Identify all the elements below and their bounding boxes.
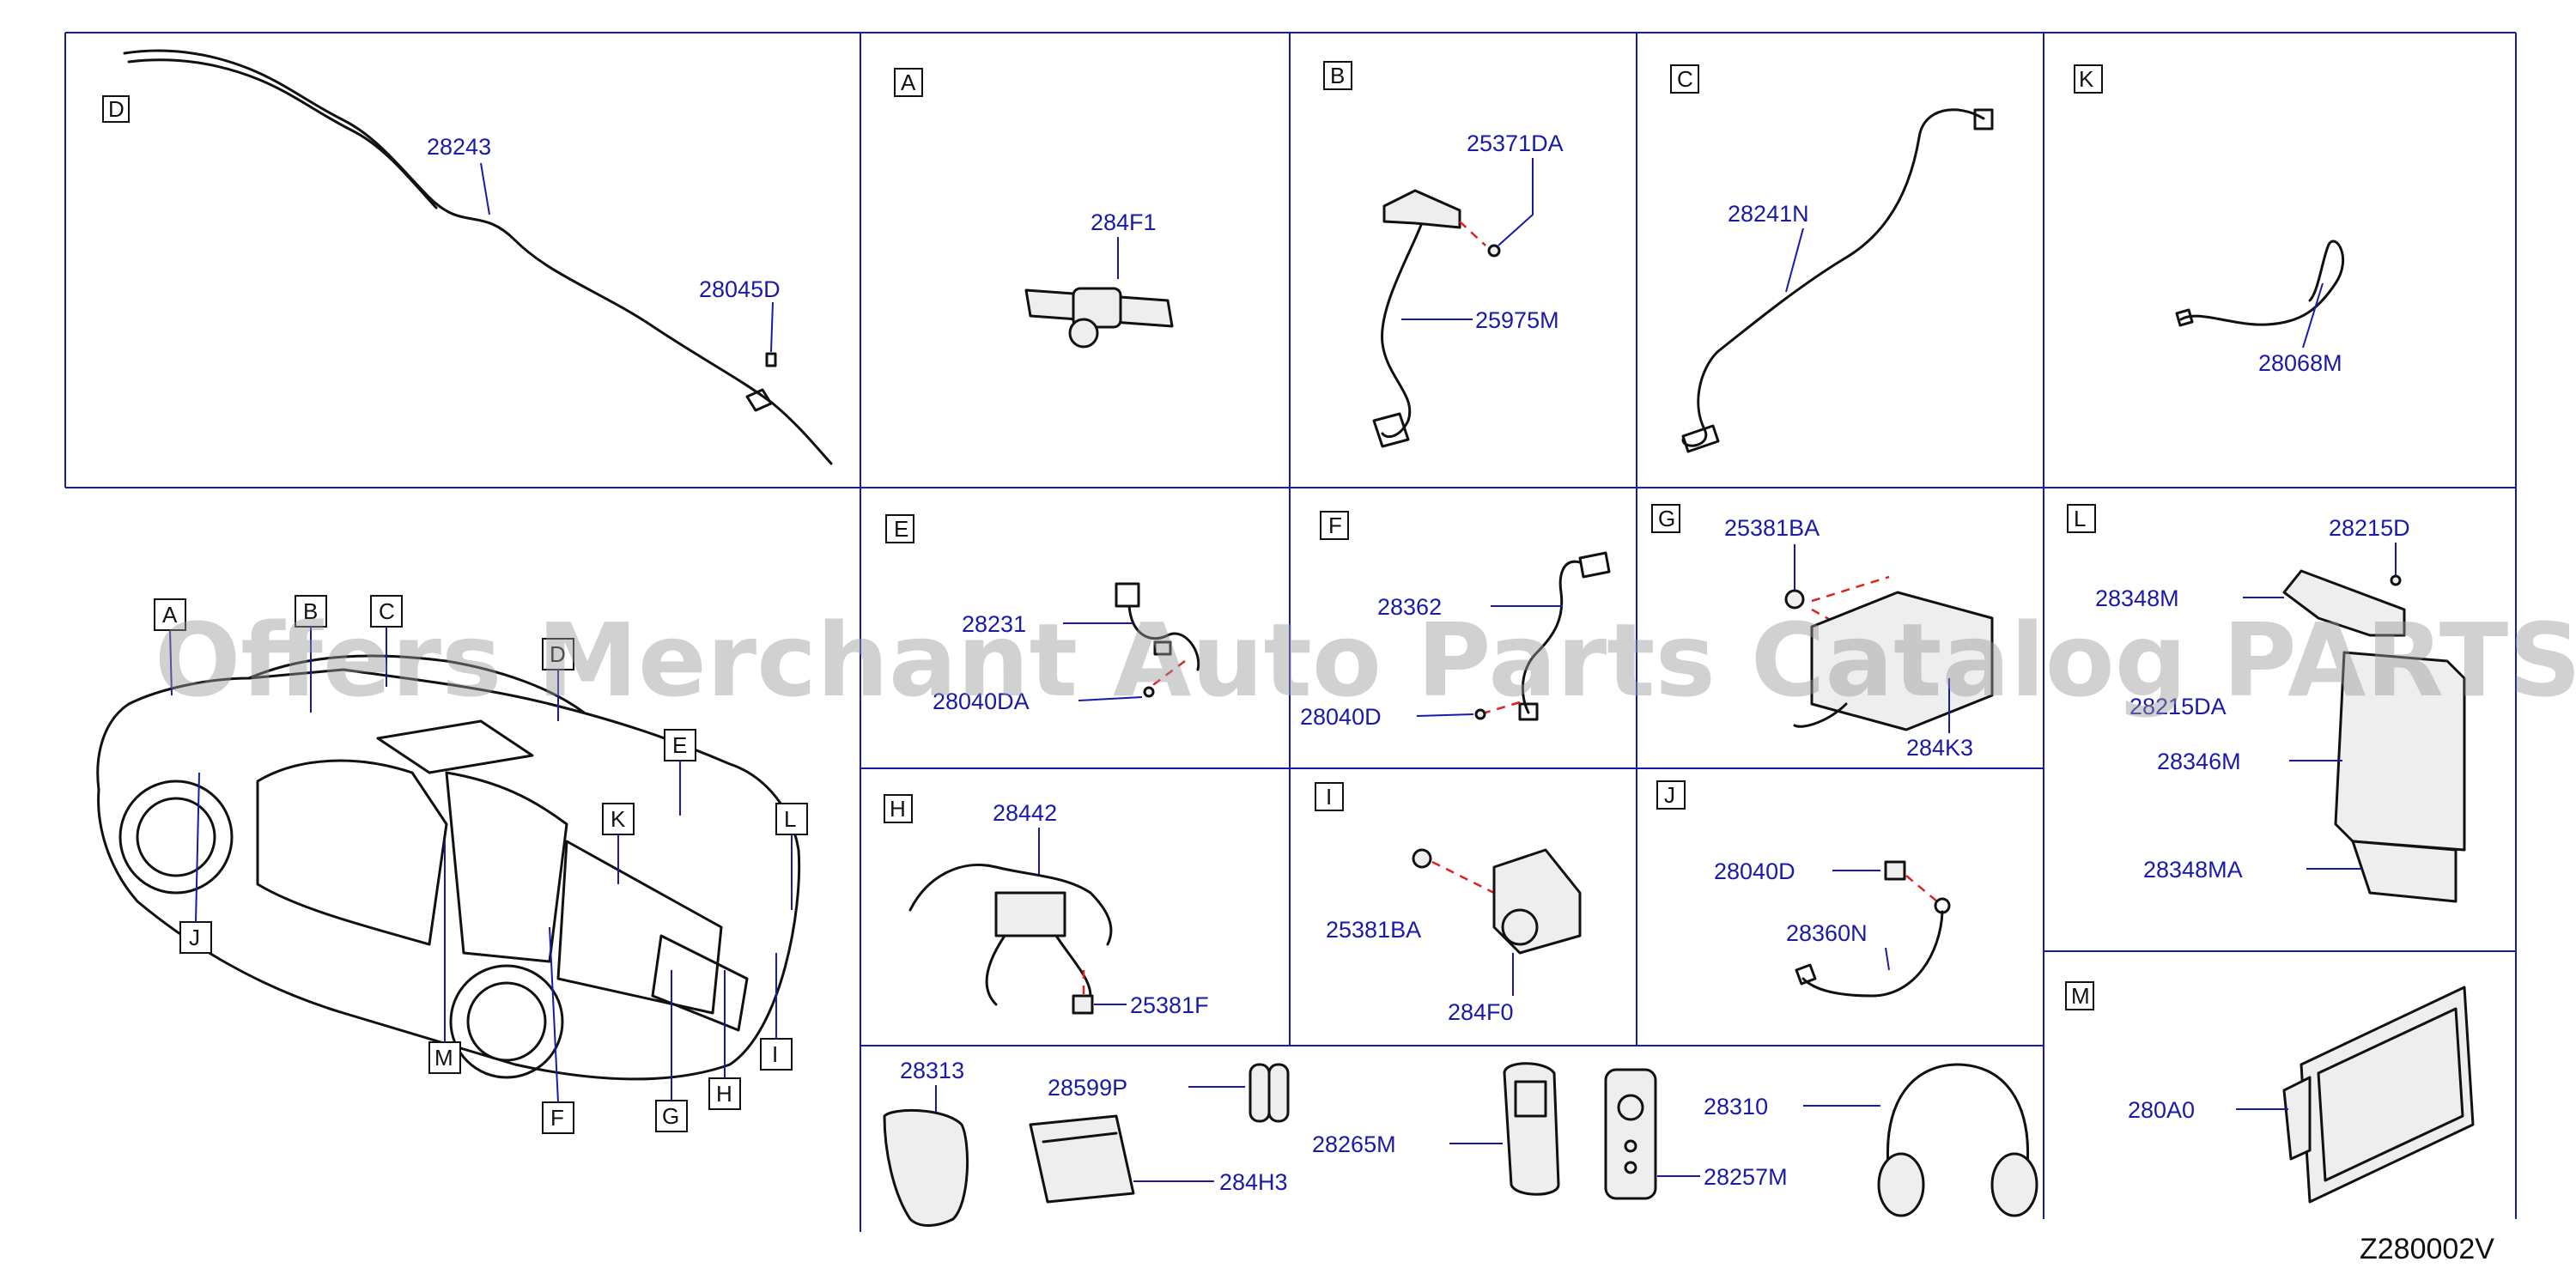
section-letter: E [894,516,908,542]
part-number: 28243 [427,134,491,160]
part-number: 284F0 [1448,999,1514,1025]
callout-label: A [162,602,178,628]
part-number: 28362 [1377,594,1442,620]
part-number: 28599P [1048,1075,1127,1101]
section-letter: A [901,70,916,95]
part-number: 28040D [1714,858,1795,884]
part-number: 28265M [1312,1131,1396,1157]
part-number: 28313 [900,1058,964,1083]
part-number: 25975M [1475,307,1559,333]
section-c: C 28241N [1670,64,1994,453]
callout-label: F [550,1105,564,1131]
section-m: M 280A0 [2065,981,2475,1204]
section-letter: L [2074,506,2086,531]
callout-label: I [772,1041,778,1067]
section-a: A 284F1 [894,68,1174,349]
callout-label: D [550,641,566,667]
section-i: I 25381BA 284F0 [1315,782,1582,1025]
callout-label: K [611,806,626,832]
callout-label: M [434,1045,453,1071]
part-number: 28045D [699,276,781,302]
part-number: 25381BA [1326,917,1421,943]
section-letter: H [890,796,906,822]
callout-label: E [672,732,687,758]
section-letter: B [1330,63,1345,88]
section-h: H 28442 25381F [884,794,1209,1018]
part-number: 284F1 [1091,209,1157,235]
part-number: 28310 [1704,1094,1768,1119]
part-number: 28231 [962,611,1026,637]
section-letter: K [2079,66,2094,92]
part-number: 28442 [993,800,1057,826]
section-letter: F [1328,513,1342,538]
part-number: 28215DA [2129,694,2227,719]
callout-label: B [303,598,318,624]
callout-label: G [662,1103,679,1129]
section-l: L 28215D 28348M 28215DA 28346M 28348MA [2067,504,2466,903]
callout-label: L [784,806,796,832]
section-letter: C [1677,66,1693,92]
section-letter: G [1658,506,1675,531]
part-number: 28348M [2095,585,2179,611]
part-number: 280A0 [2128,1097,2195,1123]
part-number: 28040DA [933,689,1030,714]
section-letter: I [1326,784,1332,810]
callout-label: H [716,1081,732,1107]
section-grid [64,32,2517,1232]
section-e: E 28231 28040DA [885,514,1200,714]
part-number: 28068M [2258,350,2342,376]
section-accessories: 28313 28599P 284H3 28265M 28310 28257M [883,1058,2038,1227]
section-g: G 25381BA 284K3 [1651,504,1994,761]
section-letter: J [1664,782,1675,808]
section-letter: D [108,96,125,122]
part-number: 28040D [1300,704,1382,730]
part-number: 28348MA [2143,857,2243,883]
part-number: 284H3 [1219,1169,1288,1195]
part-number: 28360N [1786,920,1868,946]
vehicle-overview [96,654,801,1081]
part-number: 28346M [2157,749,2241,774]
part-number: 28241N [1728,201,1809,227]
section-k: K 28068M [2074,64,2345,376]
diagram-code: Z280002V [2360,1233,2494,1265]
part-number: 28257M [1704,1164,1788,1190]
part-number: 28215D [2329,515,2410,541]
part-number: 25371DA [1467,130,1564,156]
callout-label: C [379,598,395,624]
part-number: 25381BA [1724,515,1820,541]
part-number: 25381F [1130,992,1209,1018]
section-letter: M [2071,983,2090,1009]
section-j: J 28040D 28360N [1656,780,1951,998]
part-number: 284K3 [1906,735,1973,761]
watermark: Offers Merchant Auto Parts Catalog PARTS… [155,601,2576,719]
section-d: D 28243 28045D [102,49,833,465]
callout-label: J [189,925,200,950]
section-f: F 28362 28040D [1300,511,1611,730]
section-b: B 25371DA 25975M [1323,61,1564,448]
vehicle-callouts: A B C D E K L J M F G H I [154,595,808,1134]
